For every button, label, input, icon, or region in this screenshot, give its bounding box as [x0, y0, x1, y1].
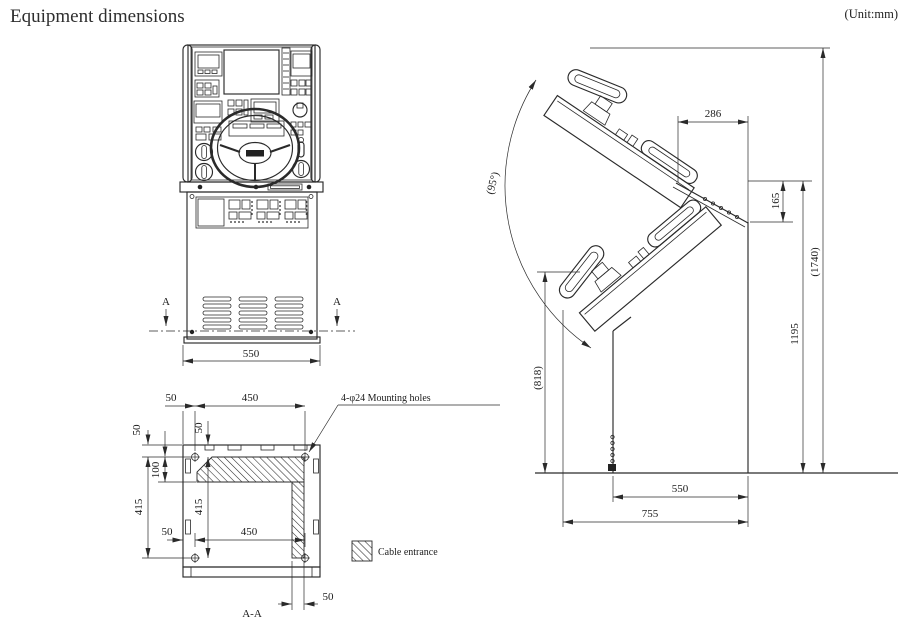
cable-entrance-band: [196, 456, 305, 483]
dim-overall-depth: 755: [642, 508, 659, 520]
pedestal: [608, 222, 749, 473]
cabinet: [183, 191, 321, 344]
mounting-holes-callout: 4-φ24 Mounting holes: [308, 393, 500, 453]
console-raised: [540, 56, 720, 209]
mounting-holes: [190, 452, 310, 563]
center-panel: [223, 47, 291, 137]
dim-desk-height: 1195: [789, 323, 801, 345]
cable-entrance-swatch: [351, 540, 373, 562]
vent-louvers: [202, 296, 304, 330]
dim-base-depth: 550: [672, 483, 689, 495]
desk-slope: [672, 182, 749, 228]
cabinet-modules: [228, 199, 308, 223]
dim-section-top-span: 450: [242, 392, 259, 404]
section-label-left: A: [162, 296, 170, 308]
left-instrument-panel: [193, 51, 223, 182]
cable-entrance-legend: Cable entrance: [351, 540, 438, 562]
dim-desk-drop: 165: [770, 192, 782, 209]
unit-note: (Unit:mm): [845, 7, 898, 21]
mounting-holes-note: 4-φ24 Mounting holes: [341, 393, 431, 404]
dim-overall-height: (1740): [809, 247, 821, 277]
cable-entrance-strip: [291, 481, 305, 559]
dim-section-band-depth: 100: [150, 461, 162, 478]
dim-section-hole-depth: 415: [193, 498, 205, 515]
dim-wheel-height: (818): [532, 366, 544, 390]
page-title: Equipment dimensions: [10, 6, 185, 27]
dim-tilt-angle: (95°): [484, 170, 502, 195]
tilt-arc: [504, 79, 592, 349]
dim-top-depth: 286: [705, 108, 722, 120]
dim-section-hole-top: 50: [193, 422, 205, 434]
dim-section-top-left: 50: [166, 392, 178, 404]
section-view: 50 450 50 415 100 50 415 50 450 50 A-A: [131, 392, 500, 620]
section-view-label: A-A: [242, 608, 262, 620]
dim-front-width: 550: [243, 348, 260, 360]
section-label-right: A: [333, 296, 341, 308]
dim-section-bottom-left: 50: [162, 526, 174, 538]
front-view: A A 550: [149, 44, 355, 366]
dim-section-side-depth: 415: [133, 498, 145, 515]
dim-section-strip-width: 50: [323, 591, 335, 603]
console-lowered: [547, 172, 722, 335]
dim-section-bottom-span: 450: [241, 526, 258, 538]
side-view: (95°) 286 165 1195 (1740) (818) 550 755: [484, 47, 898, 527]
cable-entrance-label: Cable entrance: [378, 547, 438, 558]
dim-section-side-top: 50: [131, 424, 143, 436]
right-instrument-panel: [290, 50, 313, 179]
